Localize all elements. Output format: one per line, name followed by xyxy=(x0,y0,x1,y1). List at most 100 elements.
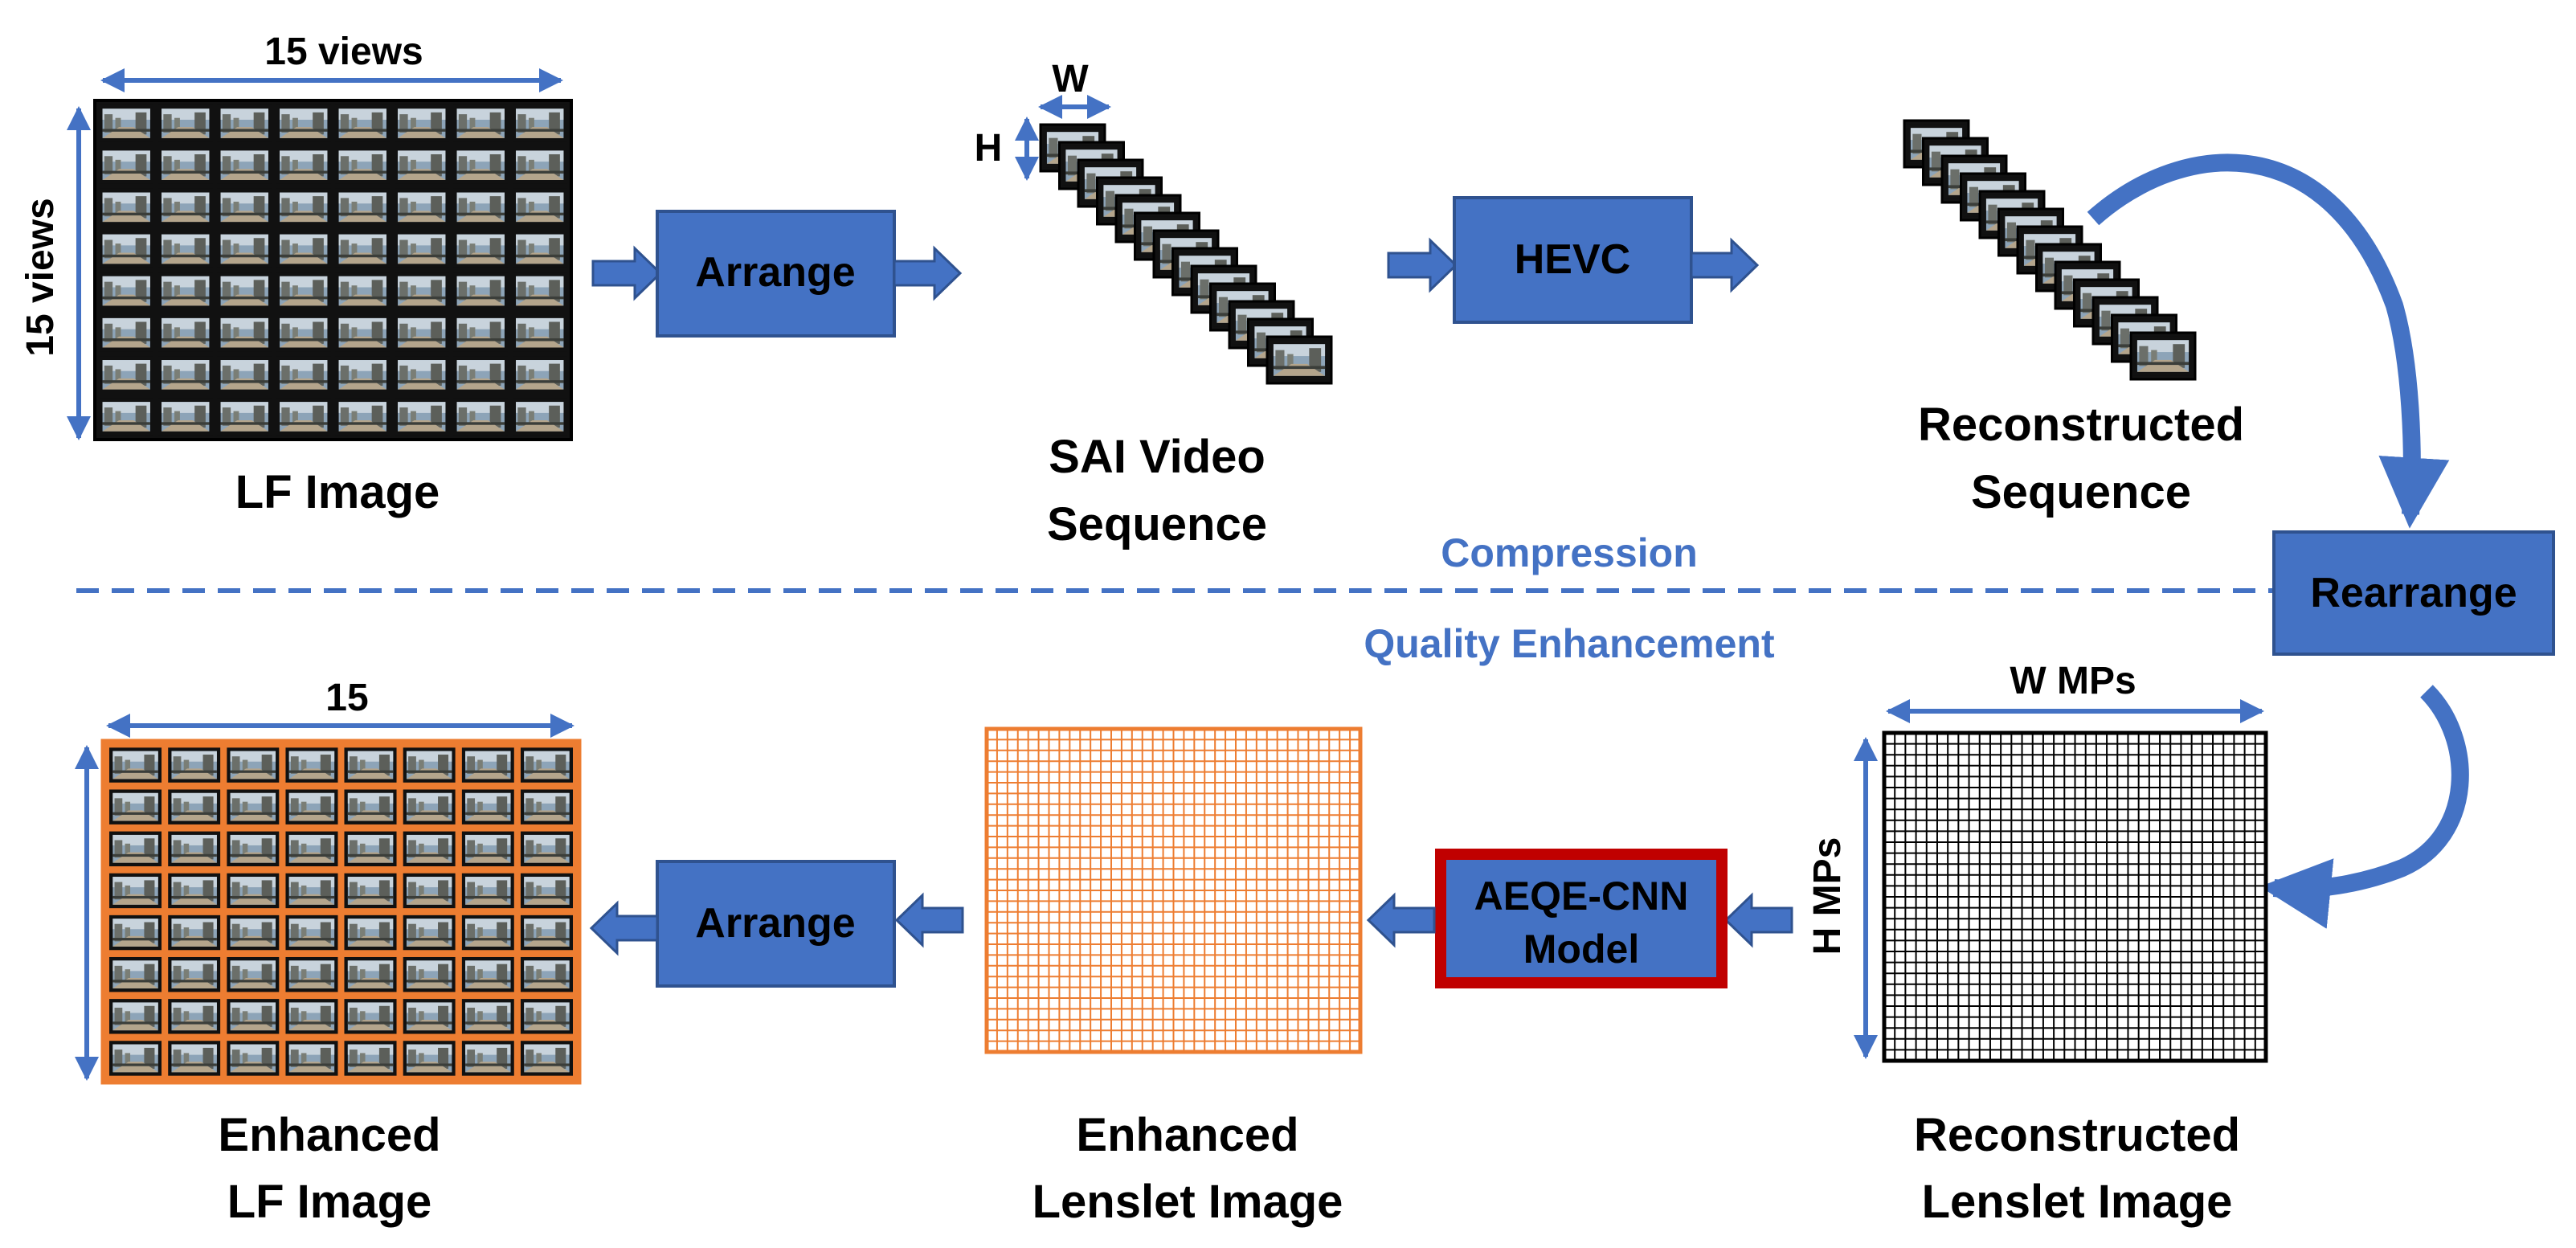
thumbnail-icon xyxy=(453,272,509,309)
thumbnail-icon xyxy=(157,188,213,226)
thumbnail-icon xyxy=(285,747,338,783)
thumbnail-icon xyxy=(99,146,154,184)
thumbnail-icon xyxy=(285,999,338,1034)
sai-caption-line1: SAI Video xyxy=(1049,431,1266,483)
rearrange-label: Rearrange xyxy=(2310,570,2517,616)
thumbnail-icon xyxy=(217,314,272,352)
thumbnail-icon xyxy=(168,956,221,992)
thumbnail-icon xyxy=(168,999,221,1034)
thumbnail-icon xyxy=(394,356,449,394)
compression-section-label: Compression xyxy=(1441,530,1698,575)
lf-side-dimension-label: 15 views xyxy=(19,198,62,356)
arrange-box-top: Arrange xyxy=(656,210,896,338)
thumbnail-icon xyxy=(109,747,162,783)
thumbnail-icon xyxy=(285,1041,338,1076)
thumbnail-icon xyxy=(285,831,338,867)
left-arrow-icon xyxy=(1366,892,1436,948)
enhanced-lf-caption-line2: LF Image xyxy=(227,1176,432,1228)
thumbnail-icon xyxy=(335,231,390,268)
thumbnail-icon xyxy=(276,146,331,184)
thumbnail-icon xyxy=(335,314,390,352)
lf-image-caption: LF Image xyxy=(235,466,440,518)
thumbnail-icon xyxy=(520,747,573,783)
thumbnail-icon xyxy=(109,915,162,951)
thumbnail-icon xyxy=(285,789,338,824)
thumbnail-icon xyxy=(453,104,509,142)
thumbnail-icon xyxy=(2133,336,2193,376)
thumbnail-icon xyxy=(99,356,154,394)
thumbnail-icon xyxy=(227,789,280,824)
thumbnail-icon xyxy=(512,188,567,226)
thumbnail-icon xyxy=(217,398,272,436)
reconstructed-sequence-stack xyxy=(1903,119,2197,381)
thumbnail-icon xyxy=(227,999,280,1034)
thumbnail-icon xyxy=(335,188,390,226)
thumbnail-icon xyxy=(168,747,221,783)
thumbnail-icon xyxy=(99,231,154,268)
sai-caption-line2: Sequence xyxy=(1047,498,1267,550)
thumbnail-icon xyxy=(168,831,221,867)
thumbnail-icon xyxy=(520,873,573,909)
thumbnail-icon xyxy=(394,272,449,309)
lenslet-width-label: W MPs xyxy=(2010,660,2136,702)
thumbnail-icon xyxy=(276,231,331,268)
thumbnail-icon xyxy=(520,789,573,824)
thumbnail-icon xyxy=(453,356,509,394)
model-label-line2: Model xyxy=(1523,927,1639,972)
thumbnail-icon xyxy=(99,398,154,436)
right-arrow-icon xyxy=(1690,237,1760,293)
arrange-label-top: Arrange xyxy=(695,249,855,296)
thumbnail-icon xyxy=(394,231,449,268)
reconstructed-lenslet-caption-line1: Reconstructed xyxy=(1914,1109,2240,1161)
thumbnail-icon xyxy=(461,956,514,992)
thumbnail-icon xyxy=(520,956,573,992)
thumbnail-icon xyxy=(109,789,162,824)
thumbnail-icon xyxy=(394,188,449,226)
thumbnail-icon xyxy=(453,398,509,436)
thumbnail-icon xyxy=(403,999,456,1034)
thumbnail-icon xyxy=(461,915,514,951)
thumbnail-icon xyxy=(157,398,213,436)
thumbnail-icon xyxy=(344,831,397,867)
right-arrow-icon xyxy=(1387,237,1458,293)
enhanced-lenslet-caption-line2: Lenslet Image xyxy=(1032,1176,1343,1228)
thumbnail-icon xyxy=(344,999,397,1034)
thumbnail-icon xyxy=(461,747,514,783)
thumbnail-icon xyxy=(99,188,154,226)
thumbnail-icon xyxy=(512,314,567,352)
thumbnail-icon xyxy=(227,873,280,909)
thumbnail-icon xyxy=(227,747,280,783)
thumbnail-icon xyxy=(512,104,567,142)
thumbnail-icon xyxy=(461,873,514,909)
thumbnail-icon xyxy=(217,272,272,309)
thumbnail-icon xyxy=(335,356,390,394)
thumbnail-icon xyxy=(403,747,456,783)
thumbnail-icon xyxy=(99,314,154,352)
thumbnail-icon xyxy=(217,231,272,268)
thumbnail-icon xyxy=(520,915,573,951)
thumbnail-icon xyxy=(403,873,456,909)
thumbnail-icon xyxy=(157,356,213,394)
thumbnail-icon xyxy=(403,915,456,951)
thumbnail-icon xyxy=(335,272,390,309)
thumbnail-icon xyxy=(520,1041,573,1076)
thumbnail-icon xyxy=(453,231,509,268)
thumbnail-icon xyxy=(394,146,449,184)
thumbnail-icon xyxy=(453,146,509,184)
enhanced-lf-image xyxy=(100,739,582,1085)
thumbnail-icon xyxy=(99,104,154,142)
thumbnail-icon xyxy=(217,356,272,394)
reconstructed-lenslet-image xyxy=(1882,730,2268,1063)
hevc-box: HEVC xyxy=(1453,196,1693,324)
thumbnail-icon xyxy=(403,789,456,824)
left-arrow-icon xyxy=(894,892,964,948)
curved-arrow-icon xyxy=(2259,685,2469,929)
lenslet-height-label: H MPs xyxy=(1806,837,1849,955)
thumbnail-icon xyxy=(109,999,162,1034)
thumbnail-icon xyxy=(461,1041,514,1076)
thumbnail-icon xyxy=(168,915,221,951)
enhanced-lenslet-caption-line1: Enhanced xyxy=(1076,1109,1298,1161)
thumbnail-icon xyxy=(227,1041,280,1076)
thumbnail-icon xyxy=(394,104,449,142)
